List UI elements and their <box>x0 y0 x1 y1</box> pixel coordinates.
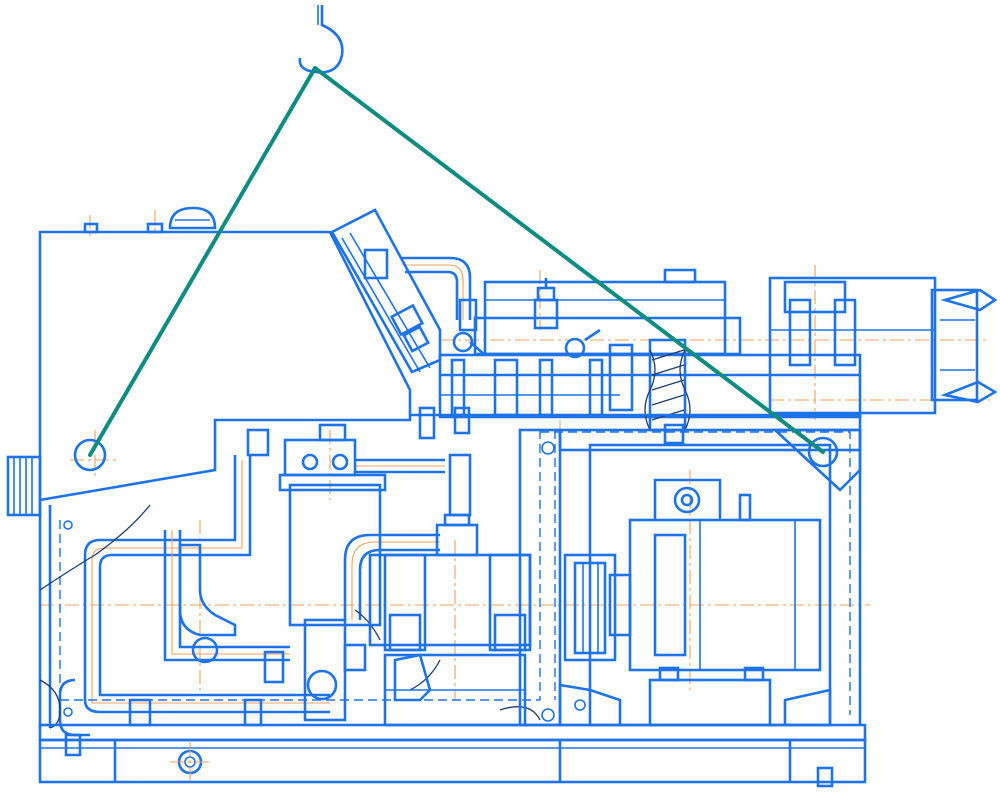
tank <box>6 206 412 517</box>
filter-housing <box>178 423 472 722</box>
hidden-lines <box>59 430 851 715</box>
side-unit <box>768 276 998 415</box>
lifting-hook <box>298 5 344 74</box>
valve-block <box>438 268 862 432</box>
fittings <box>128 406 685 727</box>
sling-rope <box>88 66 825 457</box>
main-frame <box>410 413 862 727</box>
pipework <box>58 256 472 737</box>
pump <box>368 513 532 727</box>
coupling <box>563 553 632 662</box>
base-frame <box>38 723 867 788</box>
side-fitting <box>6 455 42 517</box>
filler-cap <box>168 206 217 230</box>
tank-lifting-eye <box>73 438 107 472</box>
inclined-panel <box>330 208 442 374</box>
center-lines <box>40 265 990 720</box>
frame-lifting-eye <box>807 436 839 468</box>
electric-motor <box>628 478 822 727</box>
